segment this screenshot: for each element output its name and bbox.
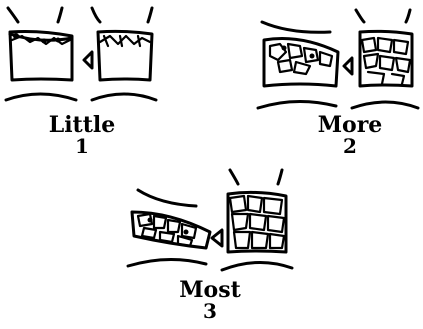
arrow-3 [212, 230, 222, 246]
vertebra-left-1 [6, 8, 76, 100]
arrow-2 [344, 58, 352, 74]
panel-more [258, 10, 418, 108]
panel-little [6, 8, 156, 100]
number-2: 2 [290, 136, 410, 156]
label-most: Most [150, 279, 270, 301]
vertebra-left-3 [128, 190, 210, 266]
arrow-1 [84, 52, 92, 68]
vertebra-right-1 [92, 8, 156, 100]
vertebra-right-3 [222, 170, 292, 270]
label-more: More [290, 114, 410, 136]
label-panel-1: Little 1 [22, 114, 142, 156]
vertebra-right-2 [352, 10, 418, 108]
number-1: 1 [22, 136, 142, 156]
label-panel-2: More 2 [290, 114, 410, 156]
vertebra-left-2 [258, 22, 338, 108]
label-panel-3: Most 3 [150, 279, 270, 321]
label-little: Little [22, 114, 142, 136]
panel-most [128, 170, 292, 270]
number-3: 3 [150, 301, 270, 321]
